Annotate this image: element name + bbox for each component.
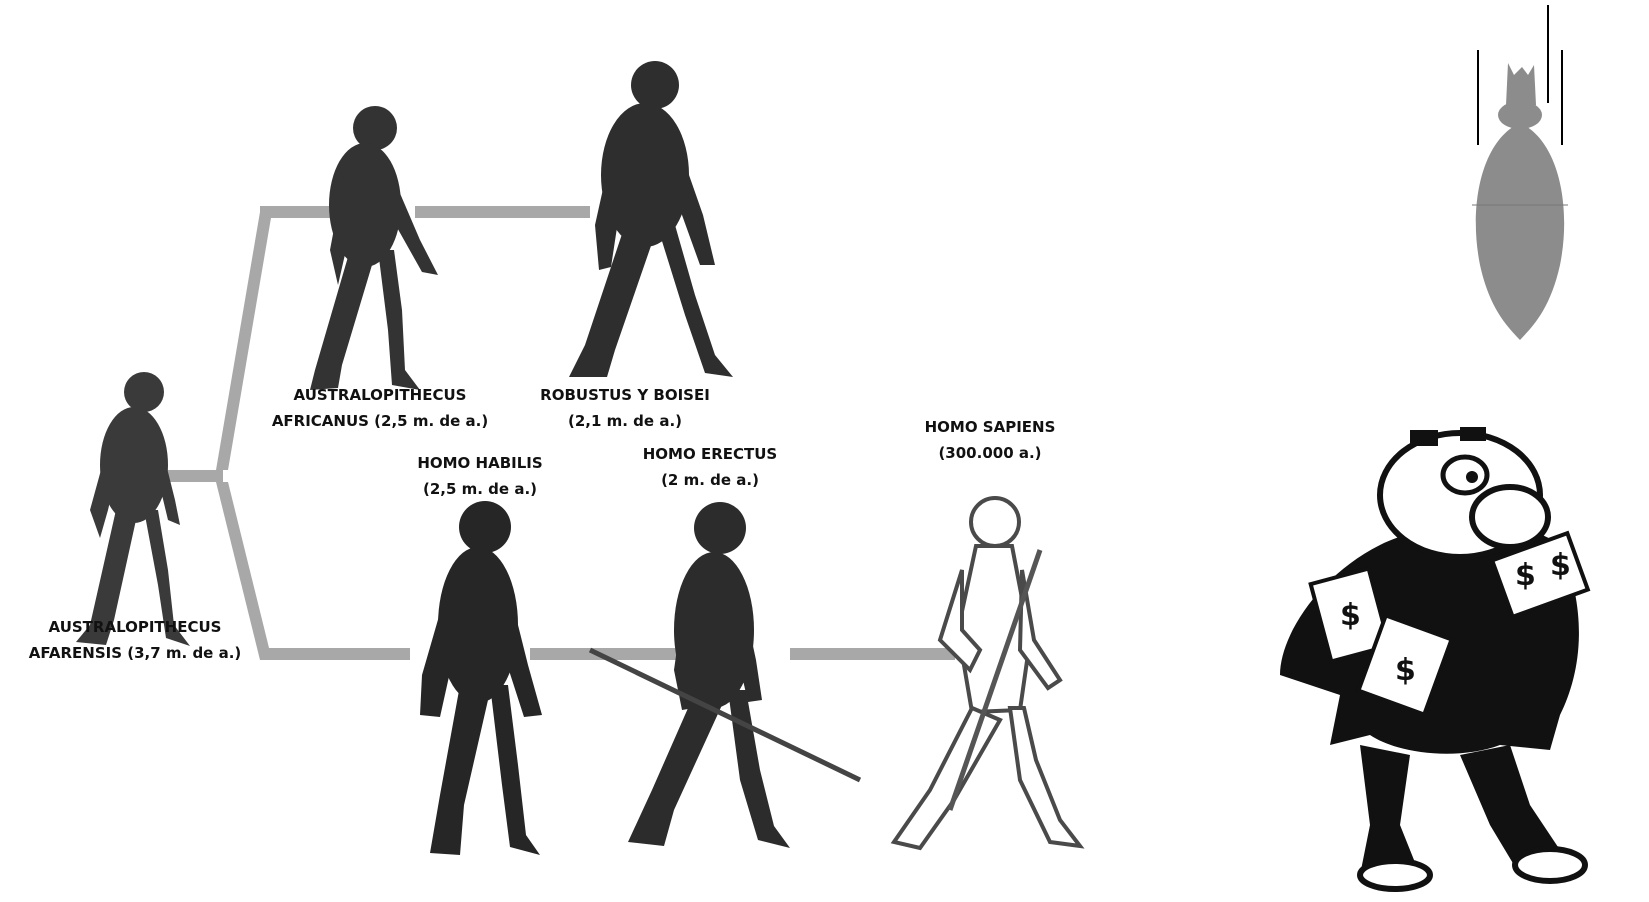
- dollar-sign: $: [1395, 653, 1416, 688]
- dollar-sign: $: [1340, 598, 1361, 633]
- label-robustus-boisei: ROBUSTUS Y BOISEI (2,1 m. de a.): [520, 382, 730, 434]
- eye-icon: [1443, 457, 1487, 493]
- australopithecus-africanus-figure: [290, 100, 450, 410]
- label-australopithecus-africanus: AUSTRALOPITHECUS AFRICANUS (2,5 m. de a.…: [245, 382, 515, 434]
- homo-sapiens-figure: [880, 490, 1100, 870]
- cartoon-money-character: $ $ $ $: [1260, 425, 1630, 895]
- dollar-sign: $: [1515, 558, 1536, 593]
- homo-habilis-figure: [400, 495, 560, 865]
- label-homo-habilis: HOMO HABILIS (2,5 m. de a.): [390, 450, 570, 502]
- label-homo-erectus: HOMO ERECTUS (2 m. de a.): [620, 441, 800, 493]
- falling-sack-icon: [1450, 5, 1590, 350]
- label-homo-sapiens: HOMO SAPIENS (300.000 a.): [900, 414, 1080, 466]
- dollar-sign: $: [1550, 548, 1571, 583]
- label-australopithecus-afarensis: AUSTRALOPITHECUS AFARENSIS (3,7 m. de a.…: [0, 614, 270, 666]
- robustus-boisei-figure: [555, 55, 735, 395]
- homo-erectus-figure: [590, 490, 870, 870]
